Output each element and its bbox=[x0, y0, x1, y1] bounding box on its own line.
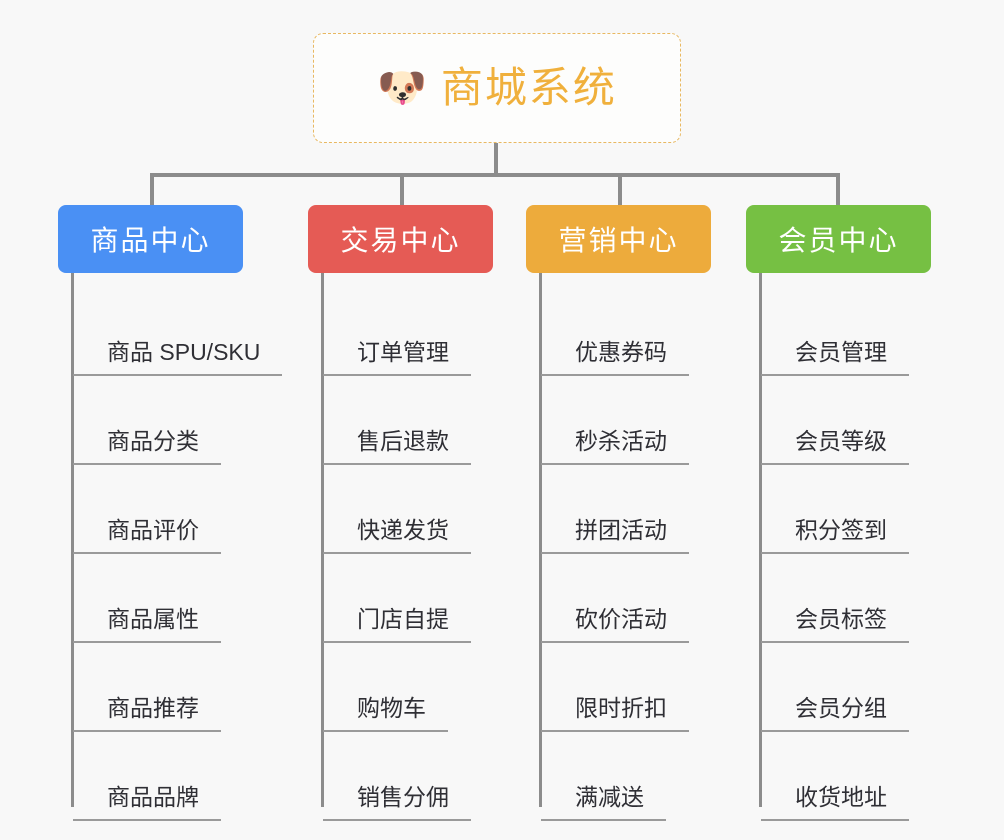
leaf-item[interactable]: 商品评价 bbox=[73, 465, 243, 554]
leaf-item[interactable]: 商品品牌 bbox=[73, 732, 243, 821]
leaf-item[interactable]: 拼团活动 bbox=[541, 465, 711, 554]
leaf-item[interactable]: 满减送 bbox=[541, 732, 711, 821]
leaf-spine bbox=[321, 273, 324, 807]
category-label: 会员中心 bbox=[778, 225, 899, 256]
leaf-label: 商品属性 bbox=[73, 608, 221, 643]
leaf-label: 积分签到 bbox=[761, 519, 909, 554]
leaf-label: 收货地址 bbox=[761, 786, 909, 821]
leaf-label: 优惠券码 bbox=[541, 341, 689, 376]
leaf-label: 购物车 bbox=[323, 697, 448, 732]
leaf-list-product-center: 商品 SPU/SKU 商品分类商品评价商品属性商品推荐商品品牌 bbox=[58, 273, 283, 821]
leaf-item[interactable]: 商品属性 bbox=[73, 554, 243, 643]
leaf-label: 商品评价 bbox=[73, 519, 221, 554]
leaf-label: 售后退款 bbox=[323, 430, 471, 465]
leaf-item[interactable]: 会员管理 bbox=[761, 287, 931, 376]
leaf-spine bbox=[759, 273, 762, 807]
leaf-item[interactable]: 会员分组 bbox=[761, 643, 931, 732]
leaf-label: 会员分组 bbox=[761, 697, 909, 732]
leaf-label: 商品分类 bbox=[73, 430, 221, 465]
category-box-member-center[interactable]: 会员中心 bbox=[746, 205, 931, 273]
connector-root-stem bbox=[494, 143, 498, 175]
column-trade-center: 交易中心订单管理售后退款快递发货门店自提购物车销售分佣 bbox=[308, 205, 493, 821]
leaf-label: 拼团活动 bbox=[541, 519, 689, 554]
column-marketing-center: 营销中心优惠券码秒杀活动拼团活动砍价活动限时折扣满减送 bbox=[526, 205, 711, 821]
connector-drop-marketing-center bbox=[618, 173, 622, 207]
leaf-label: 会员标签 bbox=[761, 608, 909, 643]
leaf-label: 限时折扣 bbox=[541, 697, 689, 732]
leaf-label: 销售分佣 bbox=[323, 786, 471, 821]
leaf-label: 订单管理 bbox=[323, 341, 471, 376]
leaf-item[interactable]: 优惠券码 bbox=[541, 287, 711, 376]
category-box-product-center[interactable]: 商品中心 bbox=[58, 205, 243, 273]
leaf-label: 商品品牌 bbox=[73, 786, 221, 821]
shiba-dog-face-icon: 🐶 bbox=[377, 66, 427, 110]
leaf-item[interactable]: 限时折扣 bbox=[541, 643, 711, 732]
leaf-item[interactable]: 会员标签 bbox=[761, 554, 931, 643]
leaf-list-marketing-center: 优惠券码秒杀活动拼团活动砍价活动限时折扣满减送 bbox=[526, 273, 711, 821]
leaf-item[interactable]: 砍价活动 bbox=[541, 554, 711, 643]
column-product-center: 商品中心商品 SPU/SKU 商品分类商品评价商品属性商品推荐商品品牌 bbox=[58, 205, 283, 821]
leaf-item[interactable]: 商品分类 bbox=[73, 376, 243, 465]
leaf-label: 砍价活动 bbox=[541, 608, 689, 643]
leaf-spine bbox=[71, 273, 74, 807]
leaf-spine bbox=[539, 273, 542, 807]
leaf-item[interactable]: 积分签到 bbox=[761, 465, 931, 554]
leaf-label: 会员等级 bbox=[761, 430, 909, 465]
leaf-item[interactable]: 门店自提 bbox=[323, 554, 493, 643]
leaf-item[interactable]: 秒杀活动 bbox=[541, 376, 711, 465]
connector-drop-trade-center bbox=[400, 173, 404, 207]
column-member-center: 会员中心会员管理会员等级积分签到会员标签会员分组收货地址 bbox=[746, 205, 931, 821]
category-box-trade-center[interactable]: 交易中心 bbox=[308, 205, 493, 273]
leaf-label: 商品 SPU/SKU bbox=[73, 341, 283, 376]
leaf-item[interactable]: 会员等级 bbox=[761, 376, 931, 465]
leaf-label: 会员管理 bbox=[761, 341, 909, 376]
leaf-item[interactable]: 售后退款 bbox=[323, 376, 493, 465]
leaf-label: 满减送 bbox=[541, 786, 666, 821]
leaf-item[interactable]: 购物车 bbox=[323, 643, 493, 732]
root-node[interactable]: 🐶 商城系统 bbox=[313, 33, 681, 143]
leaf-list-trade-center: 订单管理售后退款快递发货门店自提购物车销售分佣 bbox=[308, 273, 493, 821]
connector-bus bbox=[150, 173, 840, 177]
leaf-item[interactable]: 商品 SPU/SKU bbox=[73, 287, 283, 376]
connector-drop-member-center bbox=[836, 173, 840, 207]
category-box-marketing-center[interactable]: 营销中心 bbox=[526, 205, 711, 273]
leaf-label: 秒杀活动 bbox=[541, 430, 689, 465]
leaf-label: 门店自提 bbox=[323, 608, 471, 643]
leaf-item[interactable]: 订单管理 bbox=[323, 287, 493, 376]
leaf-list-member-center: 会员管理会员等级积分签到会员标签会员分组收货地址 bbox=[746, 273, 931, 821]
category-label: 交易中心 bbox=[340, 225, 461, 256]
leaf-label: 商品推荐 bbox=[73, 697, 221, 732]
connector-drop-product-center bbox=[150, 173, 154, 207]
leaf-item[interactable]: 快递发货 bbox=[323, 465, 493, 554]
leaf-item[interactable]: 收货地址 bbox=[761, 732, 931, 821]
category-label: 营销中心 bbox=[558, 225, 679, 256]
leaf-item[interactable]: 商品推荐 bbox=[73, 643, 243, 732]
category-label: 商品中心 bbox=[90, 225, 211, 256]
root-title: 商城系统 bbox=[440, 64, 617, 111]
leaf-item[interactable]: 销售分佣 bbox=[323, 732, 493, 821]
leaf-label: 快递发货 bbox=[323, 519, 471, 554]
